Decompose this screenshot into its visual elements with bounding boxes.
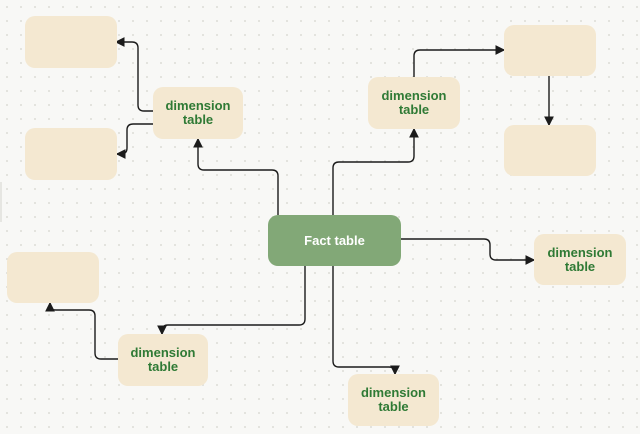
fact-table-node[interactable]: Fact table bbox=[268, 215, 401, 266]
dimension-label: dimension table bbox=[360, 385, 426, 414]
edge-fact-to-dimension-top-right bbox=[332, 127, 419, 215]
dimension-node-right[interactable]: dimension table bbox=[534, 234, 626, 285]
edge-fact-to-dimension-right bbox=[401, 238, 536, 265]
dimension-label: dimension table bbox=[381, 88, 447, 117]
edge-dimension-top-left-to-blank-2 bbox=[115, 123, 153, 159]
dimension-node-bottom[interactable]: dimension table bbox=[348, 374, 439, 426]
dimension-node-top-left[interactable]: dimension table bbox=[153, 87, 243, 139]
dimension-node-top-right[interactable]: dimension table bbox=[368, 77, 460, 129]
blank-node-5[interactable] bbox=[7, 252, 99, 303]
edge-fact-to-dimension-bottom-left bbox=[157, 266, 306, 336]
fact-table-label: Fact table bbox=[304, 232, 365, 248]
blank-node-1[interactable] bbox=[25, 16, 117, 68]
blank-node-4[interactable] bbox=[504, 125, 596, 176]
dimension-label: dimension table bbox=[165, 98, 231, 127]
edge-dimension-top-right-to-blank-3 bbox=[413, 45, 506, 77]
edge-dimension-bottom-left-to-blank-5 bbox=[45, 301, 118, 360]
blank-node-2[interactable] bbox=[25, 128, 117, 180]
blank-node-3[interactable] bbox=[504, 25, 596, 76]
edge-fact-to-dimension-top-left bbox=[193, 137, 279, 215]
edge-fact-to-dimension-bottom bbox=[332, 266, 400, 376]
edge-dimension-top-left-to-blank-1 bbox=[114, 37, 153, 112]
dimension-label: dimension table bbox=[130, 345, 196, 374]
dimension-node-bottom-left[interactable]: dimension table bbox=[118, 334, 208, 386]
dimension-label: dimension table bbox=[547, 244, 613, 274]
canvas-edge-marker bbox=[0, 182, 2, 222]
